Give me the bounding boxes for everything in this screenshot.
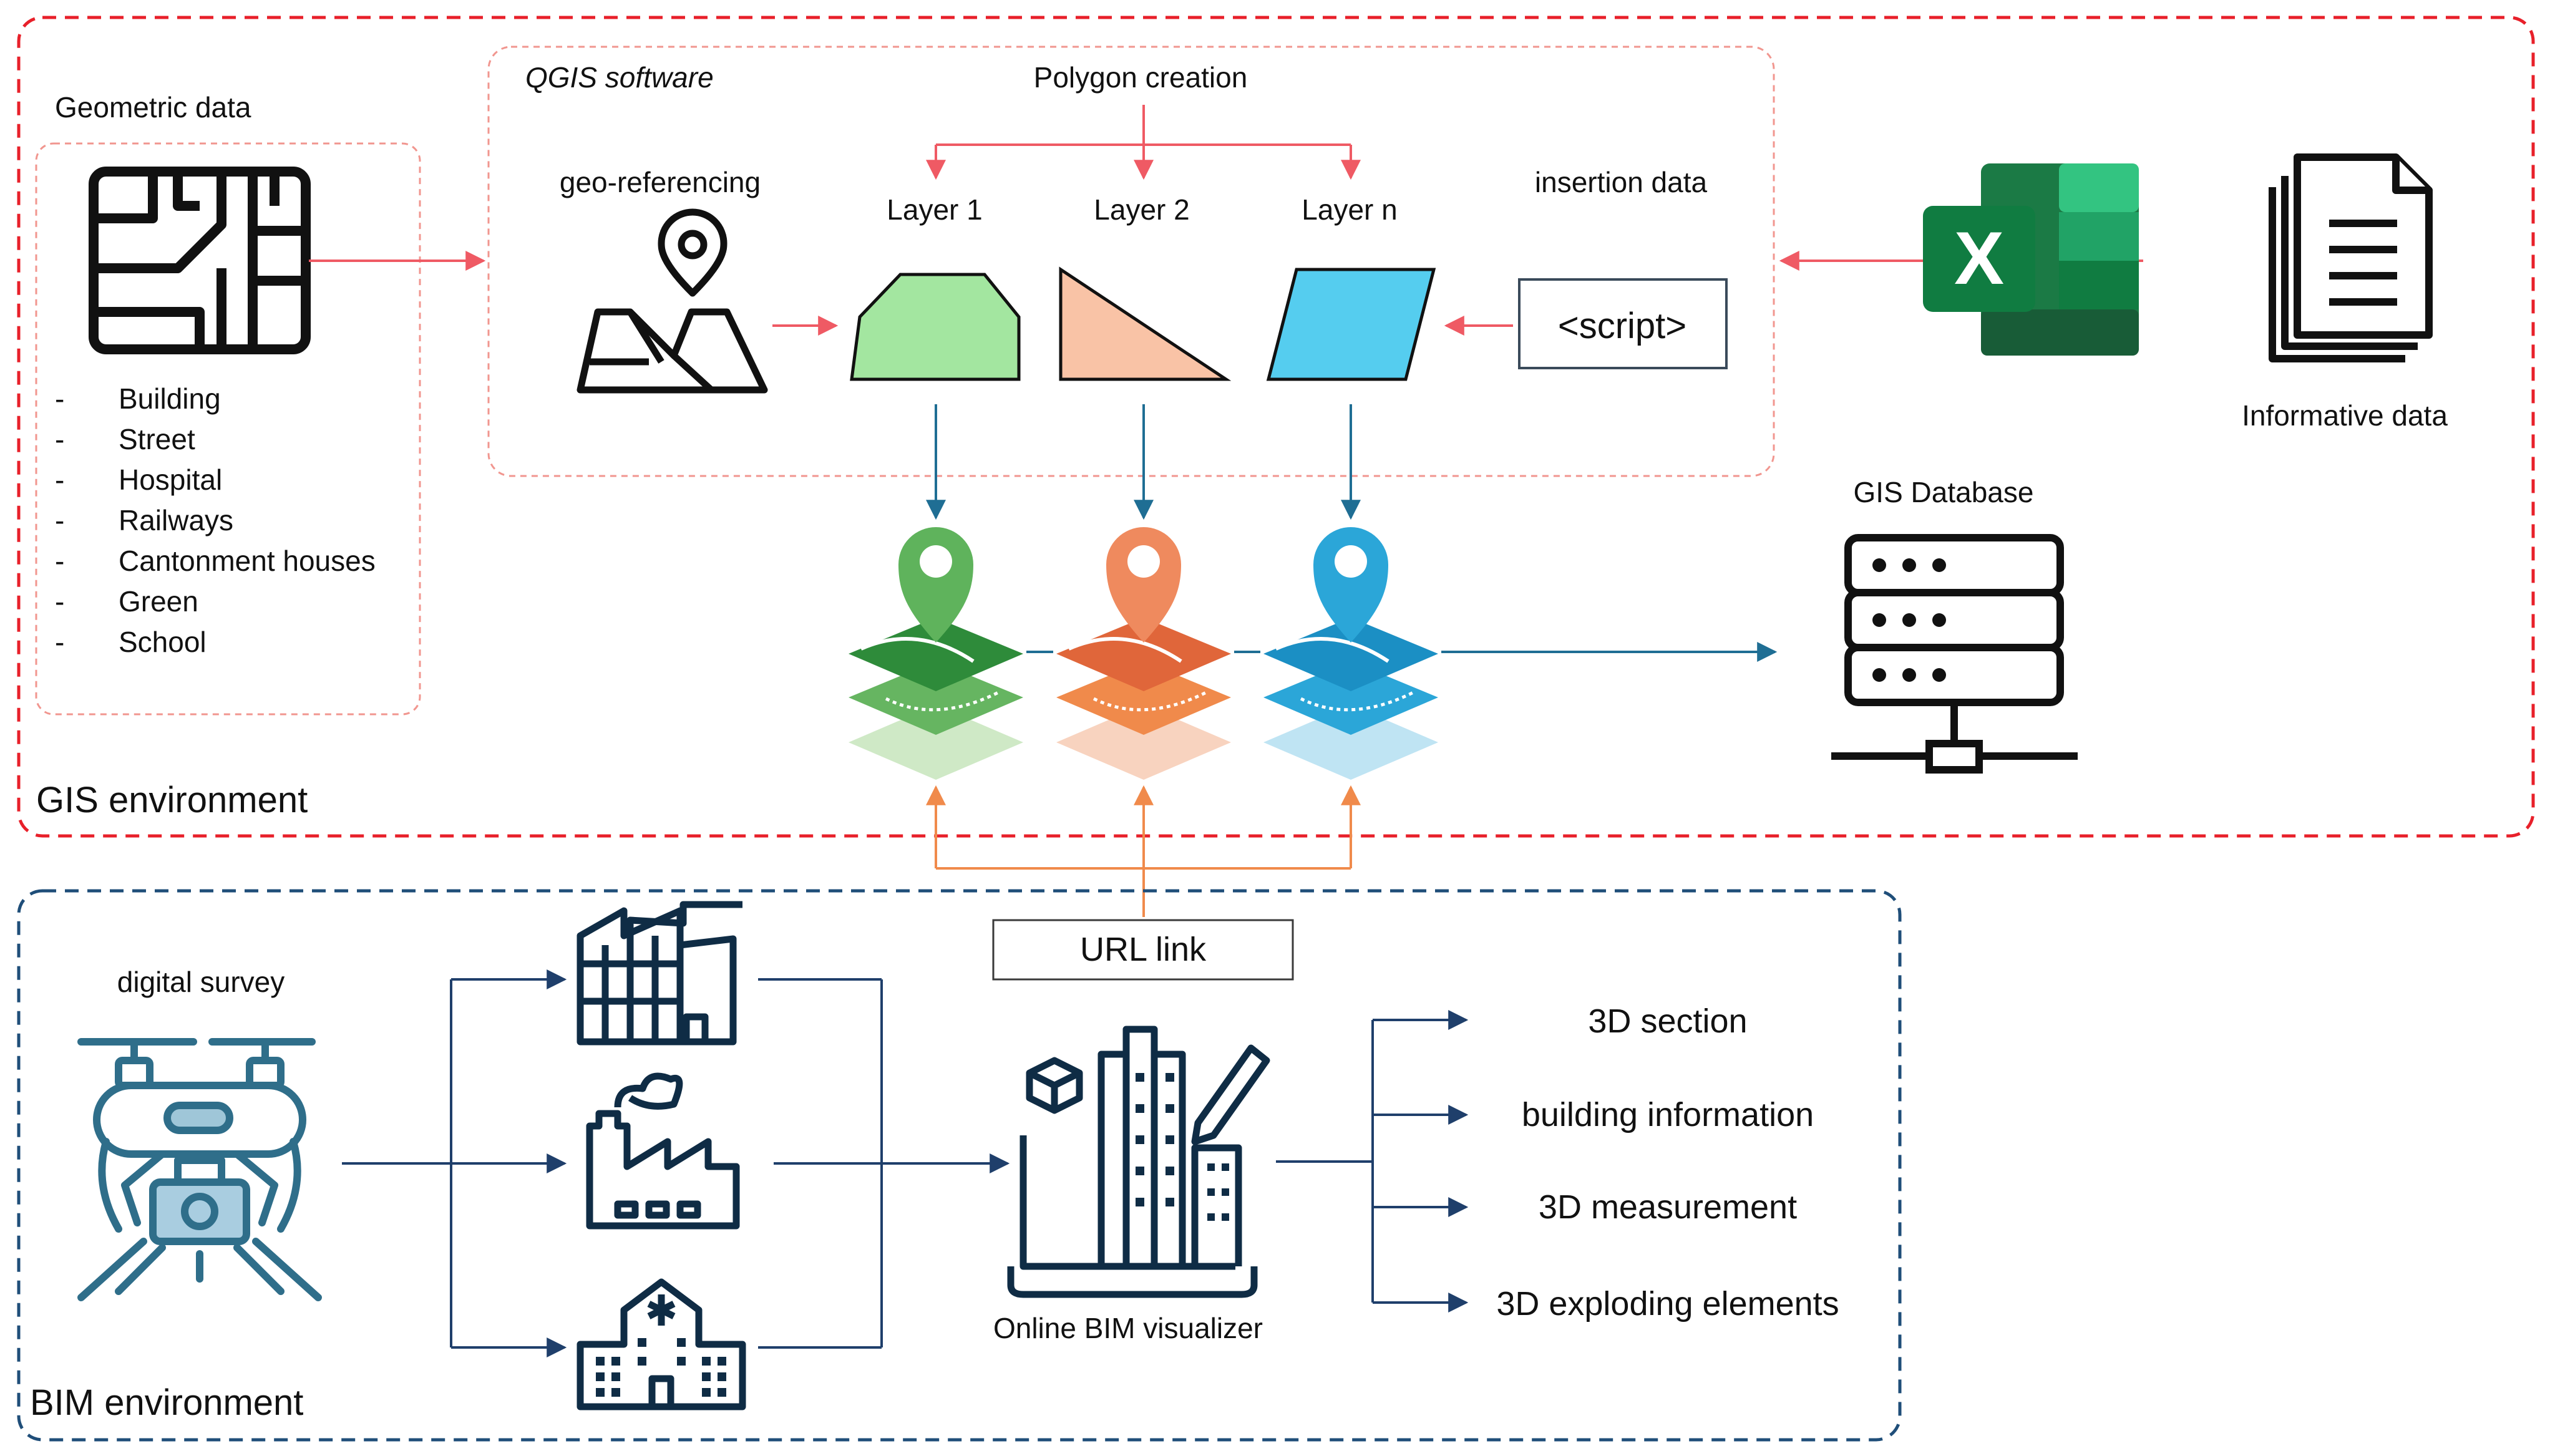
hospital-icon (577, 1278, 746, 1410)
orange-map-layer-icon (1056, 527, 1231, 780)
qgis-title: QGIS software (525, 61, 714, 94)
layer-2-label: Layer 2 (1094, 193, 1189, 226)
survey-branch-arrows (342, 969, 567, 1357)
layer-1-label: Layer 1 (887, 193, 982, 226)
output-arrows (1276, 1010, 1469, 1313)
city-map-icon (89, 167, 311, 354)
output-3d-exploding-elements: 3D exploding elements (1496, 1285, 1839, 1323)
bim-environment-label: BIM environment (30, 1382, 303, 1423)
qgis-box (487, 46, 1775, 477)
list-bullet: - (55, 545, 64, 577)
url-link-label: URL link (1080, 931, 1207, 968)
list-item: Railways (119, 504, 233, 536)
excel-letter: X (1954, 216, 2004, 300)
qgis-software-panel: QGIS software Polygon creation geo-refer… (487, 46, 1775, 477)
bim-visualizer-icon (1007, 1026, 1270, 1298)
green-map-layer-icon (849, 527, 1023, 780)
layer-n-label: Layer n (1302, 193, 1397, 226)
geometric-data-box (35, 142, 421, 716)
layer-2-polygon (1059, 266, 1232, 381)
list-item: Building (119, 382, 221, 415)
gis-environment-label: GIS environment (36, 780, 308, 820)
drone-icon (77, 1038, 322, 1301)
excel-icon: X (1923, 163, 2139, 356)
polygon-creation-arrows (926, 105, 1361, 180)
list-item: Street (119, 423, 195, 455)
documents-icon (2269, 153, 2433, 362)
geometric-data-title: Geometric data (55, 91, 251, 124)
geometric-data-panel: Geometric data - Building - Street - (35, 91, 421, 716)
merge-arrows (758, 978, 1010, 1349)
bim-environment: BIM environment digital survey (17, 889, 1902, 1442)
gis-environment: GIS environment Geometric data - Buildin… (17, 16, 2535, 838)
layer-1-polygon (850, 273, 1021, 381)
blue-map-layer-icon (1263, 527, 1438, 780)
geometric-items-list: - Building - Street - Hospital - Railway… (55, 382, 376, 658)
digital-survey-label: digital survey (117, 966, 285, 998)
arrows-layers-to-maps (926, 404, 1361, 520)
script-label: <script> (1558, 306, 1686, 346)
factory-icon (586, 1072, 740, 1230)
gis-environment-border (17, 16, 2535, 838)
informative-data-label: Informative data (2242, 399, 2448, 432)
online-bim-visualizer-label: Online BIM visualizer (993, 1312, 1263, 1344)
list-bullet: - (55, 382, 64, 415)
layer-n-polygon (1266, 268, 1436, 381)
list-bullet: - (55, 423, 64, 455)
output-3d-measurement: 3D measurement (1539, 1188, 1797, 1226)
url-link-box (992, 919, 1294, 981)
georeferencing-label: geo-referencing (560, 166, 761, 198)
insertion-data-label: insertion data (1535, 166, 1708, 198)
url-link-arrows (926, 785, 1361, 917)
list-item: Hospital (119, 463, 222, 496)
list-item: Cantonment houses (119, 545, 376, 577)
list-bullet: - (55, 626, 64, 658)
list-bullet: - (55, 585, 64, 618)
list-item: Green (119, 585, 198, 618)
script-box (1518, 278, 1728, 369)
gis-database-label: GIS Database (1854, 476, 2034, 508)
output-building-information: building information (1522, 1096, 1814, 1133)
server-database-icon (1831, 534, 2078, 774)
list-item: School (119, 626, 207, 658)
list-bullet: - (55, 504, 64, 536)
map-pin-icon (577, 208, 768, 394)
bim-environment-border (17, 889, 1902, 1442)
building-icon (577, 901, 742, 1046)
polygon-creation-label: Polygon creation (1034, 61, 1248, 94)
list-bullet: - (55, 463, 64, 496)
output-3d-section: 3D section (1588, 1002, 1747, 1040)
